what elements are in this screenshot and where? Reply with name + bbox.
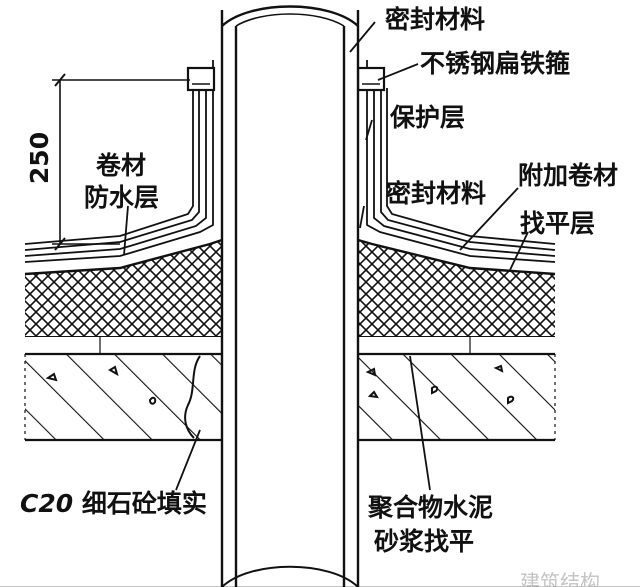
label-steel-hoop: 不锈钢扁铁箍 <box>420 49 571 78</box>
watermark-text: 建筑结构 <box>520 570 600 587</box>
concrete-slab <box>24 352 556 442</box>
label-membrane-line1: 卷材 <box>96 151 147 180</box>
dimension-250 <box>52 73 190 251</box>
label-sealant-top: 密封材料 <box>385 5 486 34</box>
label-mortar-line1: 聚合物水泥 <box>368 493 494 522</box>
label-membrane-line2: 防水层 <box>84 183 160 212</box>
label-mortar-line2: 砂浆找平 <box>374 527 475 556</box>
label-additional-membrane: 附加卷材 <box>518 161 619 190</box>
pipe <box>220 0 360 587</box>
steel-hoop <box>186 66 386 92</box>
insulation-layer <box>24 238 556 336</box>
leader-lines <box>123 21 529 491</box>
label-fill-text: 细石砼填实 <box>81 489 207 518</box>
label-leveling-layer: 找平层 <box>520 209 596 238</box>
label-fine-stone-fill: C20 细石砼填实 <box>20 490 207 518</box>
dimension-value: 250 <box>25 131 55 185</box>
label-sealant-bottom: 密封材料 <box>386 179 487 208</box>
label-protective-layer: 保护层 <box>390 103 466 132</box>
label-fill-grade: C20 <box>20 489 74 518</box>
